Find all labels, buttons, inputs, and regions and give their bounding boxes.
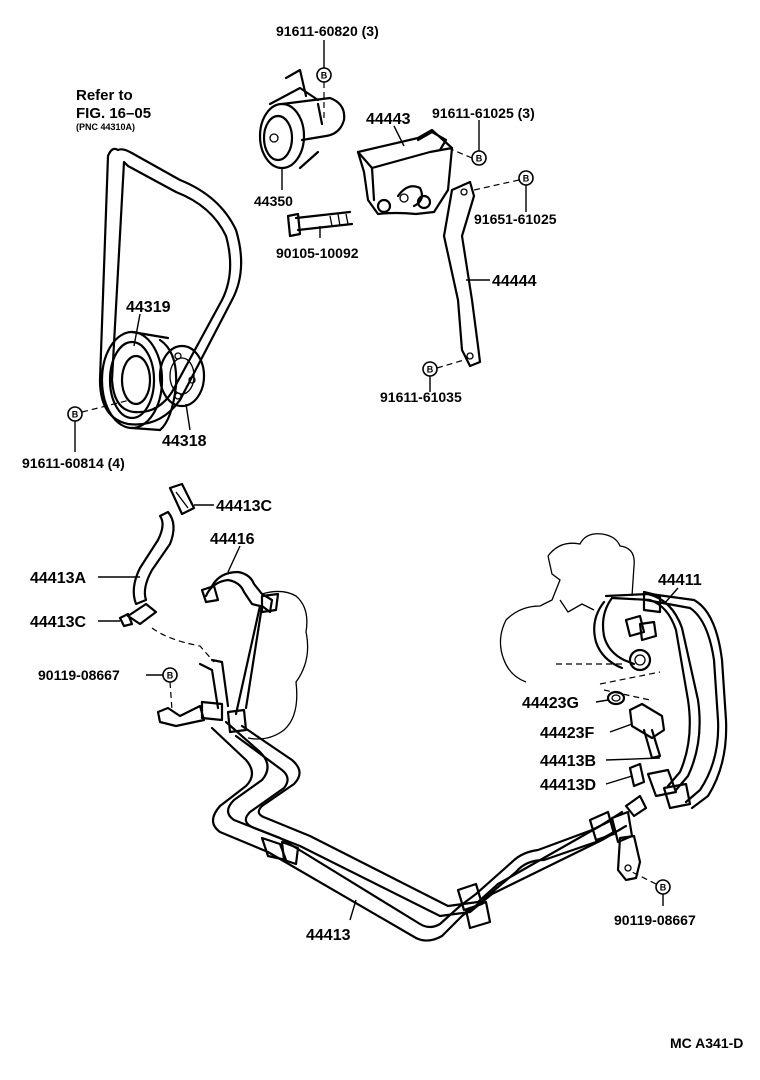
hose-44413A <box>118 482 196 628</box>
reference-note: Refer to FIG. 16–05 (PNC 44310A) <box>76 87 151 132</box>
label-44413B: 44413B <box>540 753 596 770</box>
reference-line-2: FIG. 16–05 <box>76 105 151 122</box>
pipe-44413 <box>210 720 634 942</box>
label-44413C-top: 44413C <box>216 498 272 515</box>
bracket-right <box>616 834 642 882</box>
label-90105-10092: 90105-10092 <box>276 245 359 261</box>
bolt-44423F <box>628 702 666 760</box>
pipe-44416 <box>198 570 280 716</box>
label-44350: 44350 <box>254 193 293 209</box>
bolt-marker-90119-08667-left: B <box>146 667 178 711</box>
plate-44318 <box>158 344 206 408</box>
bolt-marker-91611-61035: B <box>422 359 465 392</box>
label-44443: 44443 <box>366 111 411 128</box>
label-44413A: 44413A <box>30 570 86 587</box>
svg-text:B: B <box>167 671 174 681</box>
pump-outline-left <box>151 590 309 740</box>
bolt-marker-91611-60814: B <box>67 399 131 452</box>
label-44444: 44444 <box>492 273 537 290</box>
bolt-marker-91651-61025: B <box>473 170 534 212</box>
label-91611-60814: 91611-60814 (4) <box>22 455 125 471</box>
label-44318: 44318 <box>162 433 207 450</box>
fitting-44413D <box>624 762 648 818</box>
label-44319: 44319 <box>126 299 171 316</box>
label-91611-61025: 91611-61025 (3) <box>432 105 535 121</box>
label-44413: 44413 <box>306 927 351 944</box>
svg-text:B: B <box>321 71 328 81</box>
bolt-marker-91611-60820: B <box>316 40 332 120</box>
leader-lines <box>98 125 679 921</box>
hose-44411 <box>593 590 728 810</box>
svg-text:B: B <box>523 174 530 184</box>
bracket-44444 <box>442 180 482 368</box>
svg-text:B: B <box>476 154 483 164</box>
label-91611-60820: 91611-60820 (3) <box>276 23 379 39</box>
bolt-marker-90119-08667-right: B <box>631 871 671 906</box>
label-44423F: 44423F <box>540 725 594 742</box>
svg-text:B: B <box>72 410 79 420</box>
label-44416: 44416 <box>210 531 255 548</box>
label-91651-61025: 91651-61025 <box>474 211 557 227</box>
washer-44423G <box>606 690 626 706</box>
reference-line-3: (PNC 44310A) <box>76 122 135 132</box>
label-90119-08667-left: 90119-08667 <box>38 667 120 683</box>
pump-outline-right <box>499 533 661 701</box>
label-44411: 44411 <box>658 572 702 589</box>
idler-pulley-44350 <box>258 68 346 170</box>
pulley-44319 <box>100 330 178 432</box>
figure-code: MC A341-D <box>670 1035 743 1051</box>
svg-text:B: B <box>427 365 434 375</box>
union-bolt <box>624 614 658 672</box>
label-44413C-low: 44413C <box>30 614 86 631</box>
bracket-44443 <box>356 128 454 216</box>
bolt-90105-10092 <box>286 210 354 238</box>
label-44413D: 44413D <box>540 777 596 794</box>
v-belt <box>98 147 243 426</box>
bolt-marker-91611-61025: B <box>447 120 487 166</box>
reference-line-1: Refer to <box>76 87 133 104</box>
svg-text:B: B <box>660 883 667 893</box>
label-91611-61035: 91611-61035 <box>380 389 462 405</box>
label-44423G: 44423G <box>522 695 579 712</box>
label-90119-08667-right: 90119-08667 <box>614 912 696 928</box>
